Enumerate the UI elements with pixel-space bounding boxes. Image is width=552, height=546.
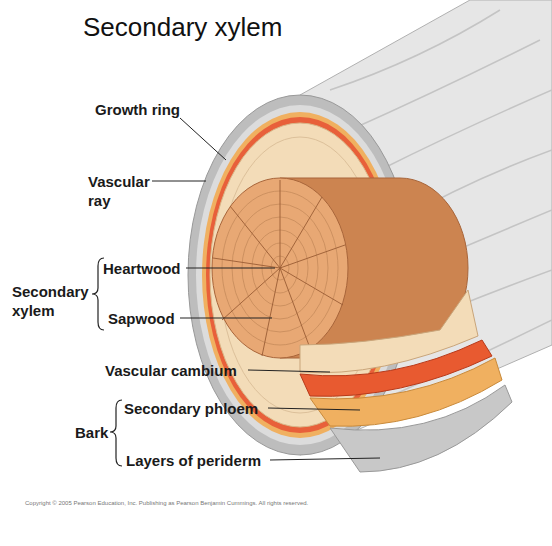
- part-label: Vascular cambium: [105, 361, 237, 380]
- sapwood-strip: [300, 290, 478, 373]
- part-label: Secondary phloem: [124, 399, 258, 418]
- part-label: Vascular ray: [88, 172, 152, 210]
- part-label: Sapwood: [108, 309, 175, 328]
- part-label: Layers of periderm: [126, 451, 261, 470]
- copyright-note: Copyright © 2005 Pearson Education, Inc.…: [25, 500, 308, 506]
- group-label: Bark: [75, 423, 108, 442]
- part-label: Heartwood: [103, 259, 181, 278]
- group-label: Secondary xylem: [12, 282, 88, 320]
- part-label: Growth ring: [95, 100, 180, 119]
- diagram-title: Secondary xylem: [83, 12, 282, 43]
